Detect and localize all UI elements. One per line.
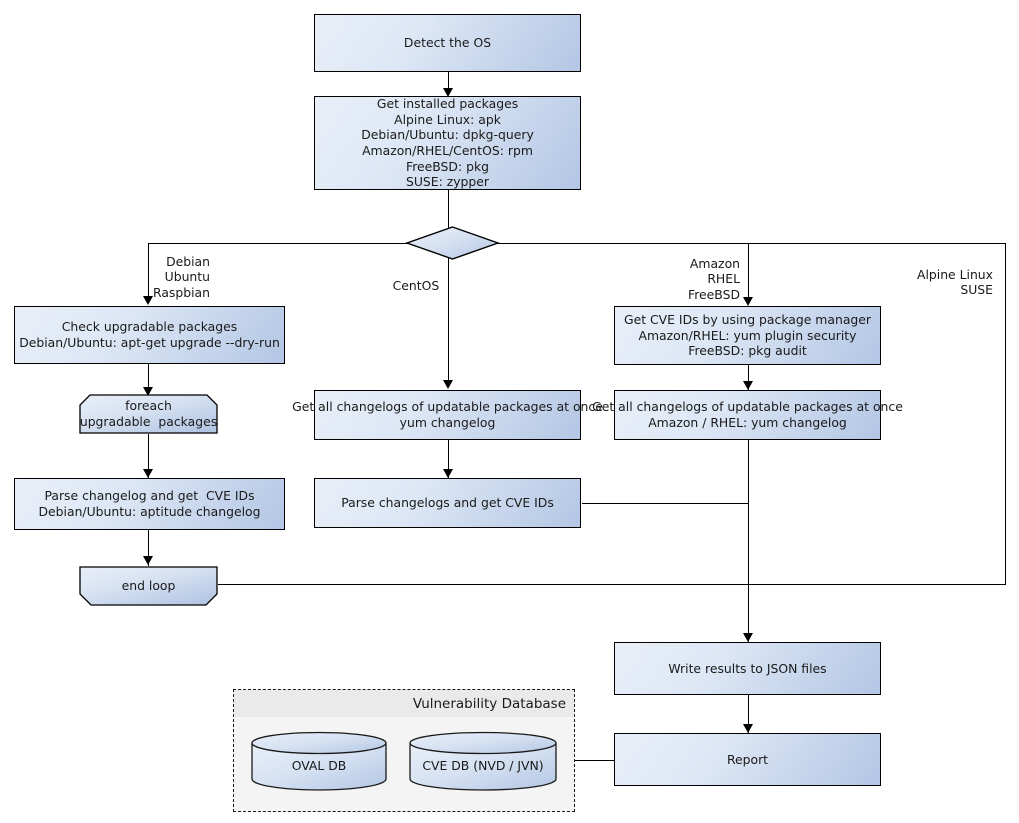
- node-detect-os[interactable]: Detect the OS: [314, 14, 581, 72]
- vulnerability-database-group: Vulnerability Database OVAL DB: [233, 689, 575, 812]
- node-parse-changelogs-centos-label: Parse changelogs and get CVE IDs: [341, 495, 554, 511]
- database-cve-db-label: CVE DB (NVD / JVN): [422, 758, 544, 773]
- connector-foreach-to-parse: [148, 434, 150, 478]
- connector-cvedb-to-report: [556, 759, 614, 761]
- node-changelogs-centos[interactable]: Get all changelogs of updatable packages…: [292, 390, 603, 440]
- database-oval-db[interactable]: OVAL DB: [251, 731, 387, 791]
- node-end-loop-label: end loop: [121, 578, 176, 594]
- node-report-label: Report: [726, 751, 769, 767]
- connector-check-to-foreach: [148, 364, 150, 394]
- connector-parse-to-endloop: [148, 530, 150, 566]
- arrowhead-parse-to-endloop: [143, 556, 153, 565]
- database-cve-db[interactable]: CVE DB (NVD / JVN): [409, 731, 557, 791]
- arrowhead-amazon-branch: [742, 297, 753, 306]
- database-oval-db-label: OVAL DB: [291, 758, 347, 773]
- connector-amazon-down: [747, 242, 749, 303]
- node-detect-os-label: Detect the OS: [403, 35, 492, 51]
- connector-amazon-to-write: [747, 440, 749, 642]
- arrowhead-debian-branch: [143, 296, 153, 305]
- node-changelogs-centos-label: Get all changelogs of updatable packages…: [292, 399, 603, 430]
- arrowhead-write-to-report: [742, 724, 753, 733]
- arrowhead-check-to-foreach: [143, 387, 153, 396]
- node-end-loop[interactable]: end loop: [79, 566, 218, 606]
- connector-amazon-cve-to-changelog: [747, 365, 749, 390]
- node-write-results-label: Write results to JSON files: [668, 660, 827, 676]
- node-os-decision[interactable]: [404, 226, 501, 260]
- connector-alpine-down: [1004, 242, 1006, 585]
- arrowhead-amazon-cve-to-changelog: [742, 381, 753, 390]
- branch-label-centos: CentOS: [392, 277, 440, 293]
- connector-branch-bar-right: [497, 242, 1006, 244]
- node-parse-changelogs-centos[interactable]: Parse changelogs and get CVE IDs: [314, 478, 581, 528]
- connector-detect-to-install: [447, 72, 449, 94]
- connector-branch-bar-left: [148, 242, 410, 244]
- connector-centos-down: [447, 258, 449, 386]
- connector-debian-down: [148, 242, 150, 301]
- connector-write-to-report: [747, 695, 749, 733]
- connector-endloop-right: [218, 583, 1005, 585]
- arrowhead-to-write-results: [742, 633, 753, 642]
- node-changelogs-rhel[interactable]: Get all changelogs of updatable packages…: [592, 390, 903, 440]
- connector-centos-changelog-to-parse: [447, 440, 449, 478]
- node-report[interactable]: Report: [614, 733, 881, 786]
- node-changelogs-rhel-label: Get all changelogs of updatable packages…: [592, 399, 903, 430]
- arrowhead-centos-changelog-to-parse: [442, 469, 453, 478]
- connector-install-to-decision: [447, 190, 449, 229]
- vulnerability-database-title: Vulnerability Database: [234, 690, 574, 717]
- node-write-results[interactable]: Write results to JSON files: [614, 642, 881, 695]
- arrowhead-centos-branch: [442, 380, 453, 389]
- connector-centos-parse-to-main: [582, 502, 748, 504]
- arrowhead-foreach-to-parse: [143, 469, 153, 478]
- arrowhead-detect-to-install: [442, 88, 453, 97]
